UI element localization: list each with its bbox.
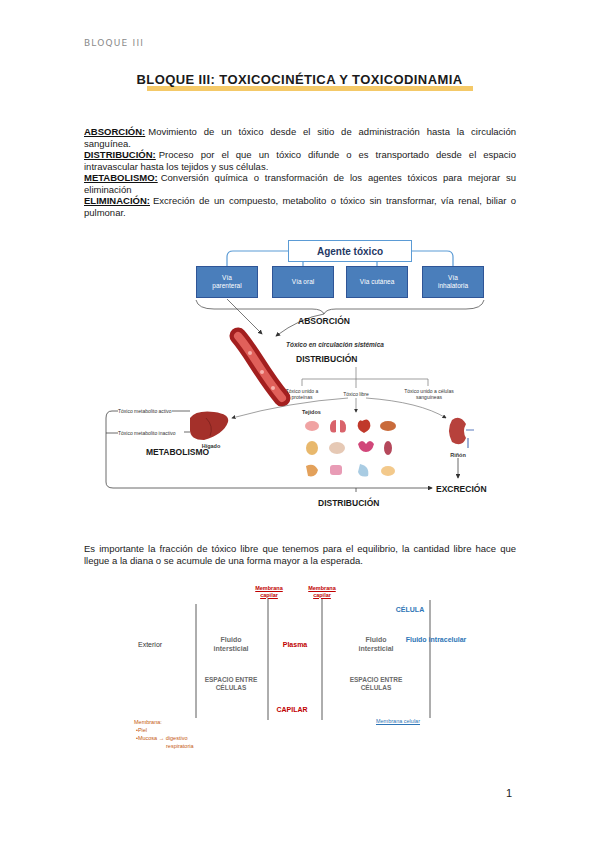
text-label: DISTRIBUCIÓN [296,354,386,364]
text-label: Tóxico unido a células sanguíneas [400,388,458,400]
text-label: DISTRIBUCIÓN [318,498,408,508]
blood-vessel [238,336,282,398]
absorption-brace [227,299,262,334]
text-label: Tóxico libre [336,391,376,397]
metabolism-arrows [106,411,432,488]
text-label: CÉLULA [380,606,440,613]
route-box: Vía cutánea [346,266,408,298]
metabolism-arrows [458,458,459,478]
node-text: Vía oral [283,278,323,286]
blood-vessel [248,351,252,355]
text-label: Tóxico metabolito inactivo [118,430,193,436]
definition-paragraph: ELIMINACIÓN:Excreción de un compuesto, m… [84,195,516,218]
text-label: •Mucosa → digestivo [136,735,226,742]
source-box: Agente tóxico [288,240,412,262]
text-label: Tóxico metabolito activo [118,408,190,414]
definition-paragraph: DISTRIBUCIÓN:Proceso por el que un tóxic… [84,149,516,172]
tissue-icons [381,466,395,476]
node-text: Vía cutánea [357,278,397,286]
kidney [449,418,466,445]
node-text: Vía parenteral [207,274,247,290]
page-title: BLOQUE III: TOXICOCINÉTICA Y TOXICODINAM… [0,72,599,87]
connector-line [412,251,453,266]
definition-paragraph: METABOLISMO:Conversión química o transfo… [84,172,516,195]
route-box: Vía oral [272,266,334,298]
blood-vessel [260,370,264,374]
membrane-lines [196,604,197,718]
tissue-icons [330,465,342,475]
tissue-icons [306,441,318,455]
definition-term: ELIMINACIÓN: [84,195,150,206]
tissue-icons [306,465,318,477]
membrane-lines [322,598,323,720]
text-label: EXCRECIÓN [436,484,506,494]
text-label: Tóxico unido a proteínas [279,388,325,400]
text-label: Membrana capilar [302,585,342,598]
tissue-icons [384,441,392,455]
text-label: Membrana celular [370,718,426,725]
text-label: Fluido intersticial [204,636,258,653]
text-label: Fluido intersticial [349,636,403,653]
text-label: Fluido intracelular [405,636,467,645]
distribution-tree [302,367,428,388]
node-text: Agente tóxico [317,246,383,257]
metabolism-arrows [106,411,458,492]
membrane-lines [430,600,431,718]
text-label: respiratoria [166,743,226,750]
definition-term: DISTRIBUCIÓN: [84,149,156,160]
tissue-icons [380,421,396,431]
membrane-lines [196,598,430,720]
route-box: Vía parenteral [196,266,258,298]
tissue-icons [305,419,396,476]
blood-vessel [271,386,275,390]
text-label: Riñón [443,452,473,458]
tissue-icons [330,420,346,433]
distribution-tree [356,398,357,412]
metabolism-arrows [172,411,190,412]
blood-vessel [238,336,282,398]
distribution-tree [232,398,348,418]
blood-vessel [238,336,282,398]
kidney [449,418,474,448]
text-label: Membrana: [134,719,194,726]
kidney [466,430,474,448]
definition-text: Movimiento de un tóxico desde el sitio d… [84,126,516,149]
tissue-icons [329,442,345,454]
tissue-icons [358,441,374,452]
text-label: ABSORCIÓN [294,316,354,326]
tissue-icons [305,421,319,431]
liver [190,412,228,440]
text-label: Es importante la fracción de tóxico libr… [84,543,516,567]
definition-term: ABSORCIÓN: [84,126,145,137]
text-label: 1 [506,787,526,799]
metabolism-arrows [184,432,190,433]
metabolism-arrows [106,433,118,434]
tissue-icons [358,464,368,477]
liver [190,412,228,440]
liver [206,418,211,436]
tissue-icons [358,419,371,433]
text-label: ESPACIO ENTRE CÉLULAS [349,676,403,692]
text-label: Exterior [138,641,178,648]
text-label: CAPILAR [269,706,315,713]
route-box: Vía inhalatoria [422,266,484,298]
text-label: BLOQUE III [84,38,204,48]
text-label: ESPACIO ENTRE CÉLULAS [204,676,258,692]
connector-line [227,251,288,266]
text-label: Membrana capilar [249,585,289,598]
text-label: •Piel [136,727,196,734]
text-label: Tóxico en circulación sistémica [286,341,416,348]
text-label: METABOLISMO [146,447,226,457]
distribution-tree [366,398,446,418]
text-label: Plasma [273,641,317,648]
absorption-brace [196,300,484,314]
definition-paragraph: ABSORCIÓN:Movimiento de un tóxico desde … [84,126,516,149]
text-label: Tejidos [302,409,342,415]
metabolism-arrows [356,488,357,492]
membrane-lines [268,598,269,720]
node-text: Vía inhalatoria [433,274,473,290]
definition-term: METABOLISMO: [84,172,158,183]
